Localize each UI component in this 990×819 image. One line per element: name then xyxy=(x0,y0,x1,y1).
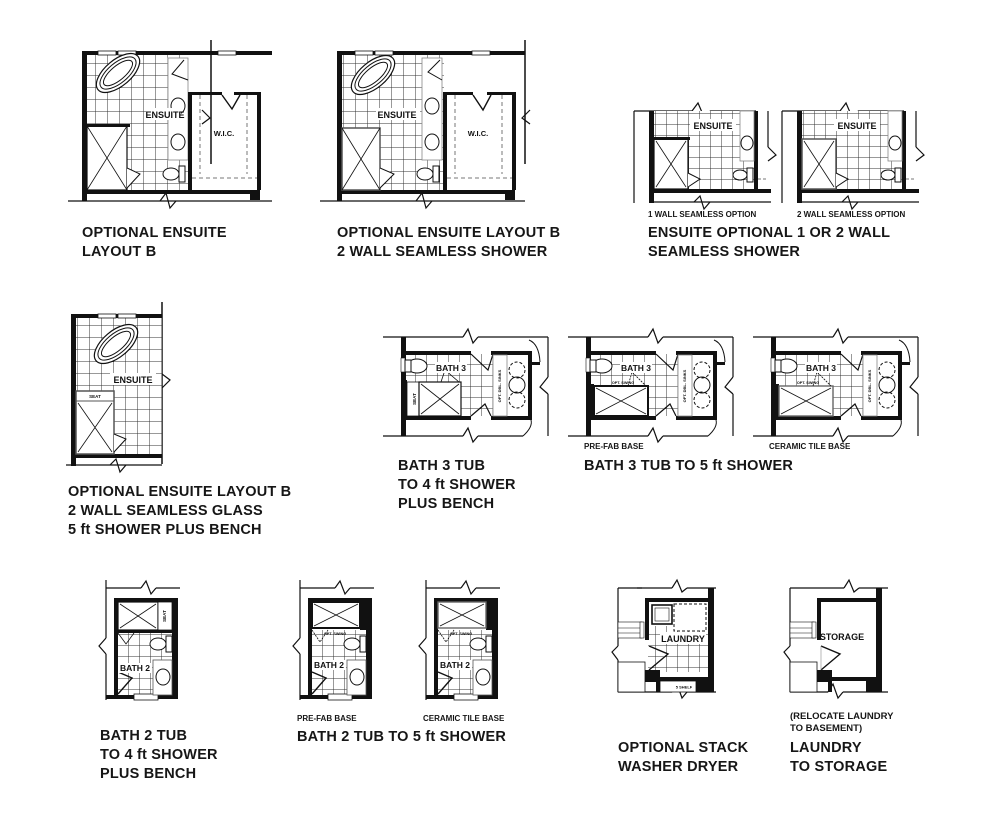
opt-swing-note: OPT. SWING xyxy=(797,381,819,385)
room-label-wic: W.I.C. xyxy=(468,129,488,138)
sub-caption-prefab-base: PRE-FAB BASE xyxy=(297,714,357,723)
floor-plan-drawing: 5 SHELF LAUNDRY xyxy=(611,578,716,700)
opt-swing-note: OPT. SWING xyxy=(612,381,634,385)
room-label-wic: W.I.C. xyxy=(214,129,234,138)
room-label-ensuite: ENSUITE xyxy=(693,121,732,131)
plan-bath2-5ft-ceramic: OPT. SWING BATH 2 xyxy=(416,579,506,701)
room-label-ensuite: ENSUITE xyxy=(837,121,876,131)
floor-plan-drawing: ENSUITE xyxy=(633,101,777,211)
floor-plan-drawing: OPT. SWING OPT. DBL. SINKS BATH 3 xyxy=(568,327,734,444)
room-label-ensuite: ENSUITE xyxy=(113,375,152,385)
caption-laundry-stack: OPTIONAL STACK WASHER DRYER xyxy=(618,740,749,775)
sub-caption-prefab-base: PRE-FAB BASE xyxy=(584,442,644,451)
plan-bath2-5ft-prefab: OPT. SWING BATH 2 xyxy=(290,579,380,701)
note-relocate-laundry: (RELOCATE LAUNDRY TO BASEMENT) xyxy=(790,711,894,734)
caption-bath3-4ft: BATH 3 TUB TO 4 ft SHOWER PLUS BENCH xyxy=(398,458,516,512)
caption-laundry-storage: LAUNDRY TO STORAGE xyxy=(790,740,888,775)
opt-swing-note: OPT. SWING xyxy=(324,632,346,636)
floor-plan-drawing: OPT. SWING BATH 2 xyxy=(418,579,500,701)
caption-ensuite-layout-b-bench: OPTIONAL ENSUITE LAYOUT B 2 WALL SEAMLES… xyxy=(68,484,292,538)
caption-ensuite-layout-b-2wall: OPTIONAL ENSUITE LAYOUT B 2 WALL SEAMLES… xyxy=(337,225,561,260)
caption-bath2-4ft: BATH 2 TUB TO 4 ft SHOWER PLUS BENCH xyxy=(100,728,218,782)
plan-bath2-4ft: SEAT BATH 2 xyxy=(96,579,186,701)
floor-plan-drawing: ENSUITE xyxy=(781,101,925,211)
room-label-bath2: BATH 2 xyxy=(314,660,344,670)
sub-caption-ceramic-tile-base: CERAMIC TILE BASE xyxy=(769,442,851,451)
floor-plan-drawing: SEAT OPT. DBL. SINKS BATH 3 xyxy=(383,327,549,444)
plan-ensuite-seamless-1wall: ENSUITE xyxy=(633,101,777,211)
plan-bath3-4ft: SEAT OPT. DBL. SINKS BATH 3 xyxy=(383,327,553,444)
plan-ensuite-seamless-2wall: ENSUITE xyxy=(781,101,925,211)
caption-ensuite-layout-b: OPTIONAL ENSUITE LAYOUT B xyxy=(82,225,227,260)
seat-label: SEAT xyxy=(412,393,417,405)
caption-bath3-5ft: BATH 3 TUB TO 5 ft SHOWER xyxy=(584,458,794,474)
room-label-bath3: BATH 3 xyxy=(806,363,836,373)
sub-caption-2wall: 2 WALL SEAMLESS OPTION xyxy=(797,210,906,219)
floor-plan-drawing: STORAGE xyxy=(783,578,888,700)
sinks-label: OPT. DBL. SINKS xyxy=(682,369,687,402)
floor-plan-drawing: SEAT BATH 2 xyxy=(98,579,180,701)
floor-plan-drawing: ENSUITE W.I.C. xyxy=(320,40,531,210)
sub-caption-ceramic-tile-base: CERAMIC TILE BASE xyxy=(423,714,505,723)
room-label-bath2: BATH 2 xyxy=(120,663,150,673)
caption-ensuite-seamless: ENSUITE OPTIONAL 1 OR 2 WALL SEAMLESS SH… xyxy=(648,225,891,260)
plan-bath3-5ft-ceramic: OPT. SWING OPT. DBL. SINKS BATH 3 xyxy=(753,327,923,444)
floor-plan-drawing: ENSUITE W.I.C. xyxy=(68,40,272,210)
sinks-label: OPT. DBL. SINKS xyxy=(867,369,872,402)
room-label-ensuite: ENSUITE xyxy=(145,110,184,120)
plan-bath3-5ft-prefab: OPT. SWING OPT. DBL. SINKS BATH 3 xyxy=(568,327,738,444)
plan-ensuite-layout-b-2wall: ENSUITE W.I.C. xyxy=(320,40,540,215)
room-label-bath3: BATH 3 xyxy=(436,363,466,373)
plan-laundry-storage: STORAGE xyxy=(783,578,894,700)
plan-ensuite-layout-b: ENSUITE W.I.C. xyxy=(60,40,280,215)
seat-label: SEAT xyxy=(162,610,167,622)
sinks-label: OPT. DBL. SINKS xyxy=(497,369,502,402)
caption-bath2-5ft: BATH 2 TUB TO 5 ft SHOWER xyxy=(297,729,507,745)
room-label-laundry: LAUNDRY xyxy=(661,634,705,644)
room-label-bath3: BATH 3 xyxy=(621,363,651,373)
sub-caption-1wall: 1 WALL SEAMLESS OPTION xyxy=(648,210,757,219)
room-label-ensuite: ENSUITE xyxy=(377,110,416,120)
plan-ensuite-layout-b-bench: SEAT ENSUITE xyxy=(66,302,176,477)
seat-label: SEAT xyxy=(89,394,101,399)
floor-plan-drawing: OPT. SWING OPT. DBL. SINKS BATH 3 xyxy=(753,327,919,444)
floor-plan-drawing: SEAT ENSUITE xyxy=(66,302,171,474)
opt-swing-note: OPT. SWING xyxy=(450,632,472,636)
floor-plan-drawing: OPT. SWING BATH 2 xyxy=(292,579,374,701)
room-label-bath2: BATH 2 xyxy=(440,660,470,670)
shelf-label: 5 SHELF xyxy=(676,685,693,690)
plan-laundry-stack: 5 SHELF LAUNDRY xyxy=(611,578,722,700)
room-label-storage: STORAGE xyxy=(820,632,864,642)
